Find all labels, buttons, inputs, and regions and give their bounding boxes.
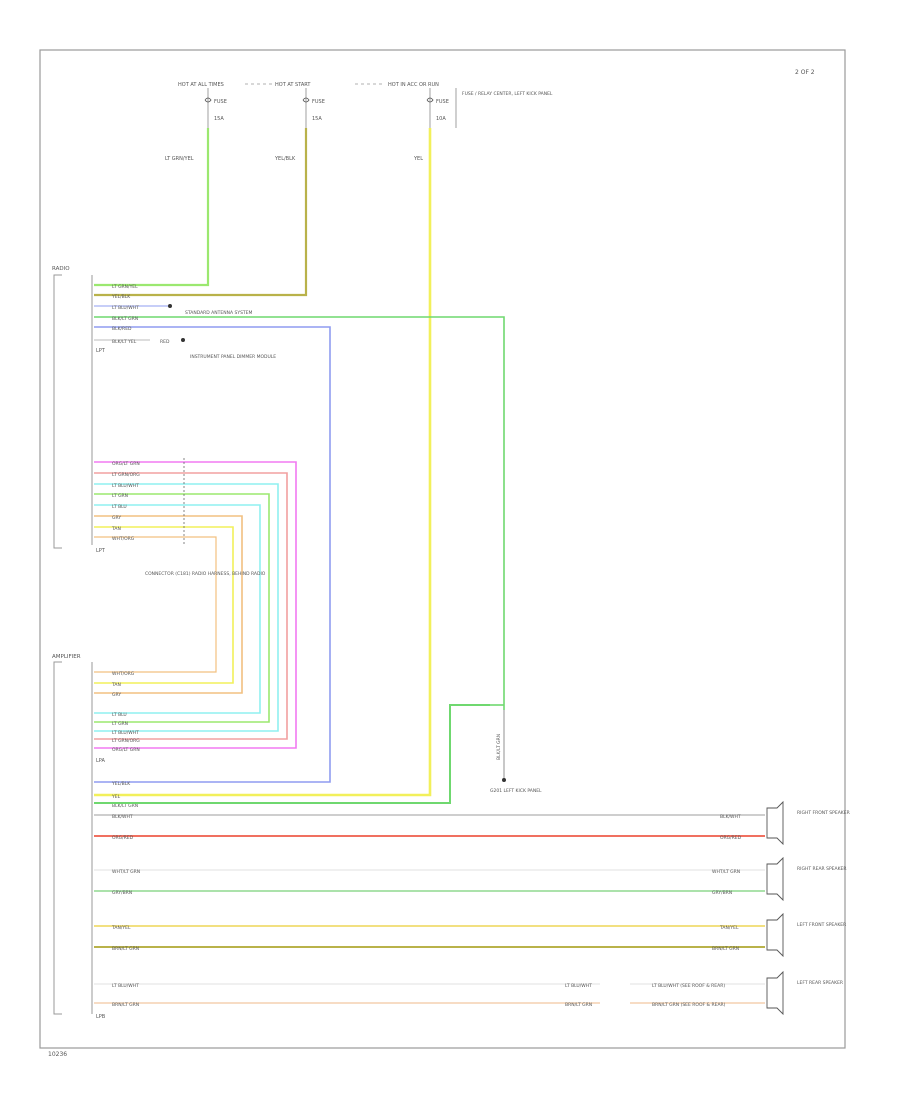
source-hot-at-start: HOT AT START	[275, 82, 311, 88]
radio-bottom-wire-3: LT BLU/WHT	[112, 483, 139, 489]
diagram-border	[39, 49, 846, 1049]
rr-neg-wire-far: BRN/LT GRN (SEE ROOF & REAR)	[652, 1002, 726, 1008]
amplifier-title: AMPLIFIER	[52, 654, 81, 660]
wire-label-lt-grn-yel: LT GRN/YEL	[165, 156, 194, 162]
fuse-b: FUSE 15A	[302, 88, 325, 128]
amp-in-2: TAN	[111, 682, 121, 688]
wire-label-yel-blk: YEL/BLK	[274, 156, 296, 162]
lf-neg-wire: GRY/BRN	[112, 890, 132, 896]
fuse-c-amp: 10A	[436, 116, 446, 122]
speaker-lf-label: RIGHT REAR SPEAKER	[797, 866, 847, 872]
amp-in-4: LT BLU	[112, 712, 127, 718]
ground-wire-label: BLK/LT GRN	[496, 734, 502, 760]
speaker-right-front: RIGHT FRONT SPEAKER	[766, 800, 850, 846]
source-hot-in-acc-run: HOT IN ACC OR RUN	[388, 82, 439, 88]
radio-pin-label: LPT	[96, 348, 106, 354]
lr-pos-wire: TAN/YEL	[111, 925, 131, 931]
fuse-a-label: FUSE	[214, 99, 227, 105]
illum-note: INSTRUMENT PANEL DIMMER MODULE	[190, 354, 276, 360]
amp-power-1: YEL/BLK	[111, 781, 131, 787]
radio-bottom-wire-5: LT BLU	[112, 504, 127, 510]
radio-wire-4: BLK/LT GRN	[112, 316, 138, 322]
amp-in-5: LT GRN	[112, 721, 128, 727]
rr-pos-wire-far: LT BLU/WHT (SEE ROOF & REAR)	[652, 983, 725, 989]
radio-component: RADIO LPT LT GRN/YEL YEL/BLK LT BLU/WHT …	[52, 266, 505, 783]
lf-pos-wire-end: WHT/LT GRN	[712, 869, 740, 875]
antenna-note: STANDARD ANTENNA SYSTEM	[185, 310, 253, 316]
radio-bottom-wire-7: TAN	[111, 526, 121, 532]
fuse-c-label: FUSE	[436, 99, 449, 105]
amp-pin-label-a: LPA	[96, 758, 105, 764]
speaker-lr-label: LEFT FRONT SPEAKER	[797, 922, 846, 928]
fuse-a-amp: 15A	[214, 116, 224, 122]
rf-pos-wire: BLK/WHT	[112, 814, 133, 820]
source-hot-at-all-times: HOT AT ALL TIMES	[178, 82, 224, 88]
fuse-b-label: FUSE	[312, 99, 325, 105]
rr-pos-wire: LT BLU/WHT	[112, 983, 139, 989]
speaker-rr-label: LEFT REAR SPEAKER	[797, 980, 843, 986]
amp-in-6: LT BLU/WHT	[112, 730, 139, 736]
radio-title: RADIO	[52, 266, 70, 272]
rr-neg-wire-mid: BRN/LT GRN	[565, 1002, 592, 1008]
fuse-a: FUSE 15A	[204, 88, 227, 128]
rf-neg-wire-end: ORG/RED	[720, 835, 742, 841]
amp-power-2: YEL	[111, 794, 121, 800]
radio-bottom-wire-4: LT GRN	[112, 493, 128, 499]
page-label: 2 OF 2	[795, 69, 815, 76]
amp-in-3: GRY	[112, 692, 121, 698]
radio-wire-2: YEL/BLK	[111, 294, 131, 300]
rr-pos-wire-mid: LT BLU/WHT	[565, 983, 592, 989]
amp-in-7: LT GRN/ORG	[112, 738, 140, 744]
top-power-sources: HOT AT ALL TIMES HOT AT START HOT IN ACC…	[178, 82, 553, 128]
splice-note: CONNECTOR (C181) RADIO HARNESS, BEHIND R…	[145, 571, 266, 577]
speaker-outputs: BLK/WHT ORG/RED BLK/WHT ORG/RED WHT/LT G…	[94, 814, 765, 1008]
lr-neg-wire-end: BRN/LT GRN	[712, 946, 739, 952]
radio-wire-1: LT GRN/YEL	[112, 284, 138, 290]
wire-label-yel: YEL	[413, 156, 423, 162]
speaker-left-rear: LEFT REAR SPEAKER	[766, 970, 843, 1016]
amp-power-3: BLK/LT GRN	[112, 803, 138, 809]
rf-neg-wire: ORG/RED	[112, 835, 134, 841]
radio-pin-label-bottom: LPT	[96, 548, 106, 554]
radio-bottom-wire-1: ORG/LT GRN	[112, 461, 140, 467]
fuse-box-note: FUSE / RELAY CENTER, LEFT KICK PANEL	[462, 91, 553, 97]
fuse-b-amp: 15A	[312, 116, 322, 122]
lr-neg-wire: BRN/LT GRN	[112, 946, 139, 952]
footer-code: 10236	[48, 1051, 67, 1058]
speaker-rf-label: RIGHT FRONT SPEAKER	[797, 810, 850, 816]
amp-pin-label-b: LPB	[96, 1014, 106, 1020]
speaker-left-front: LEFT FRONT SPEAKER	[766, 912, 846, 958]
lf-neg-wire-end: GRY/BRN	[712, 890, 732, 896]
amplifier-component: AMPLIFIER LPA LPB WHT/ORG TAN GRY LT BLU…	[52, 654, 542, 1020]
power-feed-wires: LT GRN/YEL YEL/BLK YEL	[94, 128, 432, 797]
speaker-right-rear: RIGHT REAR SPEAKER	[766, 856, 847, 902]
ground-note: G201 LEFT KICK PANEL	[490, 788, 542, 794]
illum-label: RED	[160, 339, 170, 345]
lr-pos-wire-end: TAN/YEL	[719, 925, 739, 931]
radio-wire-5: BLK/RED	[112, 326, 132, 332]
amp-in-8: ORG/LT GRN	[112, 747, 140, 753]
radio-bottom-wire-6: GRY	[112, 515, 121, 521]
rr-neg-wire: BRN/LT GRN	[112, 1002, 139, 1008]
lf-pos-wire: WHT/LT GRN	[112, 869, 140, 875]
radio-wire-3: LT BLU/WHT	[112, 305, 139, 311]
radio-bottom-wire-2: LT GRN/ORG	[112, 472, 140, 478]
fuse-c: FUSE 10A	[426, 88, 449, 128]
radio-bottom-wire-8: WHT/ORG	[112, 536, 135, 542]
amp-in-1: WHT/ORG	[112, 671, 135, 677]
rf-pos-wire-end: BLK/WHT	[720, 814, 741, 820]
radio-wire-6: BLK/LT YEL	[112, 339, 137, 345]
